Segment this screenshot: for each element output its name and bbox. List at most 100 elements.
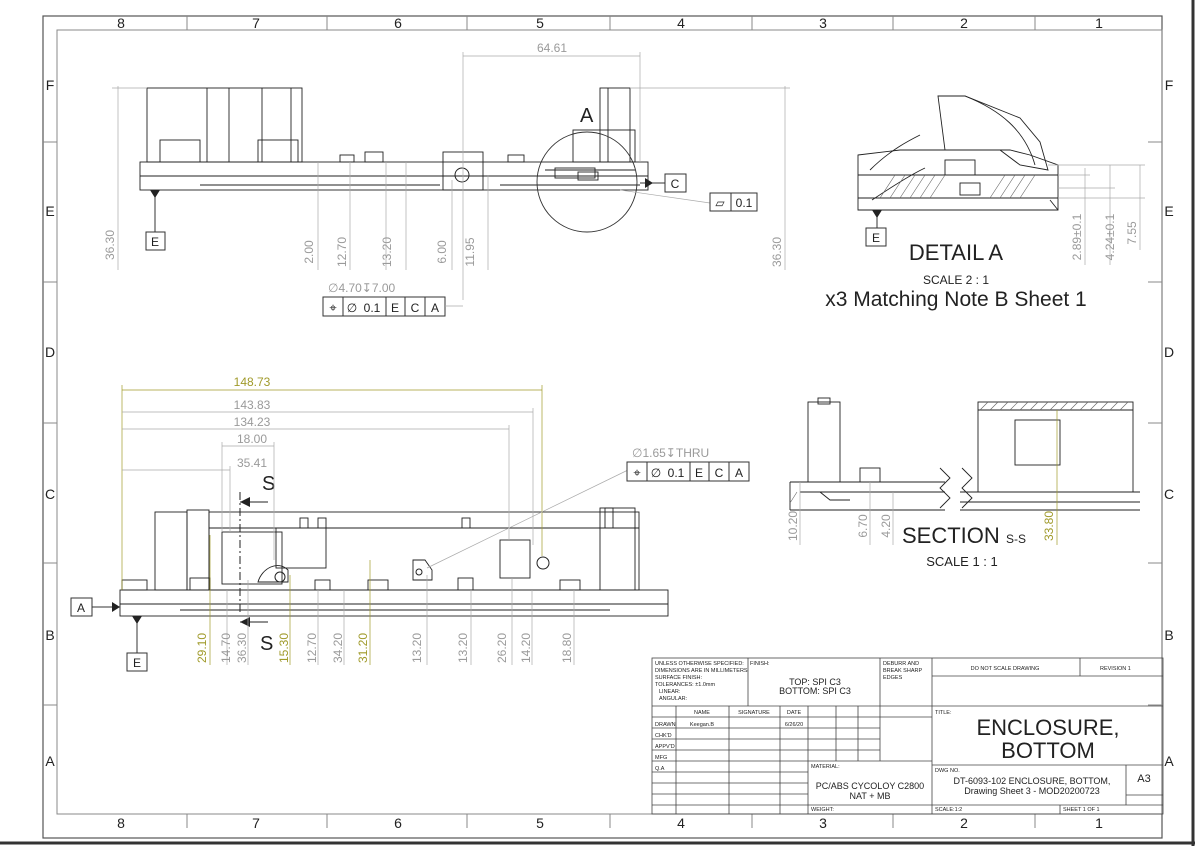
zone-col-3-bottom: 3 [819, 815, 827, 831]
section-ss-view: 10.20 6.70 4.20 33.80 SECTION S-S SCALE … [786, 397, 1140, 569]
hole-callout-front: ∅1.65↧THRU [632, 446, 709, 460]
tb-dwg-label: DWG NO. [935, 768, 960, 774]
dim-12-70-front: 12.70 [305, 633, 319, 663]
tb-note-5: ANGULAR: [659, 696, 688, 702]
dim-6-00: 6.00 [435, 240, 449, 264]
svg-text:∅: ∅ [347, 301, 357, 315]
datum-c: C [664, 173, 687, 193]
dim-14-20: 14.20 [519, 633, 533, 663]
tb-material-label: MATERIAL: [811, 764, 840, 770]
dim-26-20: 26.20 [495, 633, 509, 663]
svg-text:C: C [715, 466, 724, 480]
dim-13-20: 13.20 [380, 237, 394, 267]
detail-dim-4-24: 4.24±0.1 [1103, 213, 1117, 260]
section-marker-top: S [262, 473, 275, 495]
svg-text:⌖: ⌖ [633, 465, 641, 480]
zone-row-f: F [46, 77, 55, 93]
dim-12-70: 12.70 [335, 237, 349, 267]
zone-col-4-bottom: 4 [677, 815, 685, 831]
zone-col-5-bottom: 5 [536, 815, 544, 831]
dim-143-83: 143.83 [234, 398, 271, 412]
tb-material-line2: NAT + MB [850, 791, 891, 801]
svg-text:A: A [431, 301, 439, 315]
tb-dwg-line1: DT-6093-102 ENCLOSURE, BOTTOM, [954, 776, 1111, 786]
tb-hdr-name: NAME [694, 710, 710, 716]
top-view: A 64.61 36.30 36.30 2.00 12.70 13.20 6.0… [103, 41, 790, 317]
tb-row-qa: Q.A [655, 766, 665, 772]
tb-dwg-line2: Drawing Sheet 3 - MOD20200723 [964, 786, 1100, 796]
dim-134-23: 134.23 [234, 415, 271, 429]
tb-deburr-0: DEBURR AND [883, 661, 919, 667]
detail-a-marker: A [580, 105, 594, 127]
title-block: UNLESS OTHERWISE SPECIFIED: DIMENSIONS A… [651, 657, 1164, 815]
tb-finish-bottom: BOTTOM: SPI C3 [779, 686, 851, 696]
tb-note-3: TOLERANCES: ±1.0mm [655, 682, 715, 688]
fcf-top: ⌖ ∅ 0.1 E C A [322, 296, 446, 317]
svg-text:E: E [695, 466, 703, 480]
dim-11-95: 11.95 [463, 237, 477, 266]
dim-35-41: 35.41 [237, 456, 267, 470]
datum-e-front: E [126, 652, 148, 672]
tb-hdr-signature: SIGNATURE [738, 710, 770, 716]
zone-row-e-right: E [1164, 203, 1173, 219]
svg-text:0.1: 0.1 [364, 301, 381, 315]
zone-col-2-bottom: 2 [960, 815, 968, 831]
datum-e-top: E [145, 231, 166, 251]
detail-dim-7-55: 7.55 [1125, 221, 1139, 245]
tb-deburr-1: BREAK SHARP [883, 668, 922, 674]
svg-text:E: E [133, 656, 141, 670]
tb-do-not-scale: DO NOT SCALE DRAWING [971, 666, 1040, 672]
tb-title-label: TITLE: [935, 710, 952, 716]
zone-col-2: 2 [960, 15, 968, 31]
tb-scale: SCALE:1:2 [935, 807, 962, 813]
svg-text:▱: ▱ [715, 196, 725, 210]
tb-sheet: SHEET 1 OF 1 [1063, 807, 1100, 813]
dim-15-30: 15.30 [277, 633, 291, 663]
zone-row-a-right: A [1164, 753, 1174, 769]
tb-drawn-name: Keegan.B [690, 722, 714, 728]
tb-finish-top: TOP: SPI C3 [789, 677, 841, 687]
zone-row-b-right: B [1164, 627, 1173, 643]
tb-weight-label: WEIGHT: [811, 807, 834, 813]
detail-a-view: 2.89±0.1 4.24±0.1 7.55 E DETAIL A SCALE … [825, 95, 1145, 311]
svg-text:∅: ∅ [651, 466, 661, 480]
dim-36-30-right: 36.30 [770, 237, 784, 267]
dim-13-20-b: 13.20 [456, 633, 470, 663]
tb-title-line1: ENCLOSURE, [976, 715, 1119, 740]
mounting-hole [454, 167, 470, 183]
dim-36-30-front: 36.30 [235, 633, 249, 663]
front-view: S S 148.73 143.83 134.23 18.00 35.41 ∅1.… [70, 375, 750, 672]
section-dim-6-70: 6.70 [856, 514, 870, 538]
section-dim-33-80: 33.80 [1042, 511, 1056, 541]
tb-drawn-date: 6/26/20 [785, 722, 803, 728]
datum-e-detail: E [865, 227, 887, 247]
svg-text:E: E [872, 231, 880, 245]
tb-material-line1: PC/ABS CYCOLOY C2800 [816, 781, 924, 791]
dim-34-20: 34.20 [331, 633, 345, 663]
detail-a-note: x3 Matching Note B Sheet 1 [825, 288, 1087, 311]
detail-a-scale: SCALE 2 : 1 [923, 273, 989, 287]
dim-31-20: 31.20 [356, 633, 370, 663]
tb-size: A3 [1137, 773, 1150, 785]
svg-text:C: C [411, 301, 420, 315]
tb-title-line2: BOTTOM [1001, 738, 1095, 763]
tb-row-mfg: MFG [655, 755, 667, 761]
flatness-fcf: ▱ 0.1 [709, 192, 758, 212]
detail-a-circle [536, 131, 638, 233]
dim-18-80: 18.80 [560, 633, 574, 663]
zone-col-8-bottom: 8 [117, 815, 125, 831]
svg-text:E: E [151, 235, 159, 249]
tb-row-drawn: DRAWN [655, 722, 676, 728]
dim-2-00: 2.00 [302, 240, 316, 264]
inner-border [56, 29, 1163, 815]
zone-row-d: D [45, 344, 55, 360]
zone-col-3: 3 [819, 15, 827, 31]
tb-revision: REVISION 1 [1100, 666, 1131, 672]
zone-row-d-right: D [1164, 344, 1174, 360]
tb-note-1: DIMENSIONS ARE IN MILLIMETERS [655, 668, 748, 674]
zone-col-4: 4 [677, 15, 685, 31]
tb-row-appvd: APPV'D [655, 744, 675, 750]
dim-64-61: 64.61 [537, 41, 567, 55]
zone-row-c: C [45, 486, 55, 502]
